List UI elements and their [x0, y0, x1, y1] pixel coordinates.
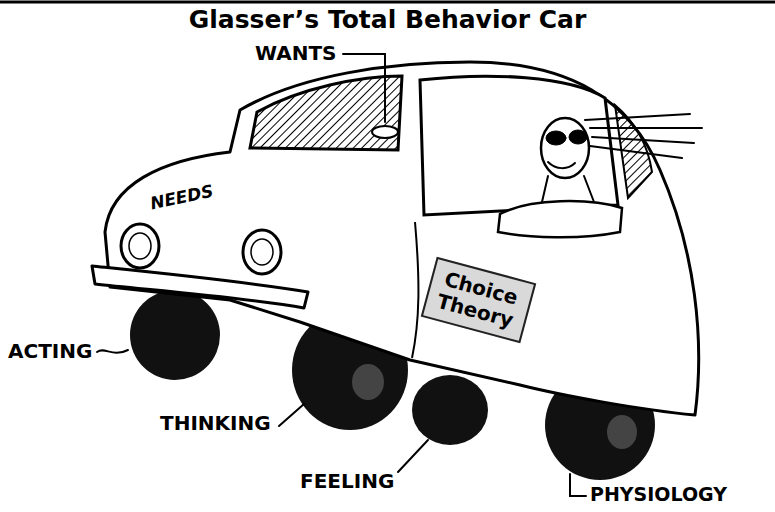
- headlight-ring: [251, 239, 273, 265]
- driver: [498, 114, 702, 237]
- driver-arm: [498, 201, 622, 237]
- leader-line: [97, 350, 128, 353]
- hair-streak: [590, 146, 682, 158]
- leader-line: [279, 404, 304, 426]
- smile: [548, 162, 575, 168]
- part-label: ACTING: [8, 340, 92, 363]
- sign-text: Choice Theory: [434, 268, 521, 333]
- sunglasses: [569, 130, 587, 144]
- top-rule: [0, 1, 775, 4]
- diagram-title: Glasser’s Total Behavior Car: [0, 6, 775, 35]
- part-label: PHYSIOLOGY: [590, 484, 727, 506]
- part-label: FEELING: [300, 470, 394, 493]
- car-body: [105, 62, 699, 415]
- leader-lines: [97, 54, 586, 496]
- rear-left-wheel: [412, 375, 488, 445]
- headlight: [243, 230, 281, 274]
- part-label: WANTS: [255, 42, 336, 65]
- sunglasses: [546, 131, 566, 145]
- leader-line: [343, 54, 385, 122]
- steering-wheel: [372, 126, 398, 138]
- collar: [542, 176, 548, 202]
- hair-streak: [590, 127, 702, 129]
- side-window: [420, 76, 618, 215]
- hair-streak: [585, 114, 690, 120]
- part-label: THINKING: [160, 412, 271, 435]
- leader-line: [398, 440, 428, 472]
- hub-cap: [352, 364, 384, 400]
- driver-face: [541, 118, 589, 178]
- headlight: [121, 224, 159, 268]
- bumper: [92, 266, 308, 308]
- windshield: [250, 76, 402, 150]
- hair-streak: [592, 137, 694, 143]
- leader-line: [570, 474, 586, 496]
- collar: [584, 176, 594, 202]
- front-left-wheel: [130, 290, 220, 380]
- hub-cap: [607, 415, 637, 449]
- door-line: [412, 222, 418, 358]
- headlight-ring: [129, 233, 151, 259]
